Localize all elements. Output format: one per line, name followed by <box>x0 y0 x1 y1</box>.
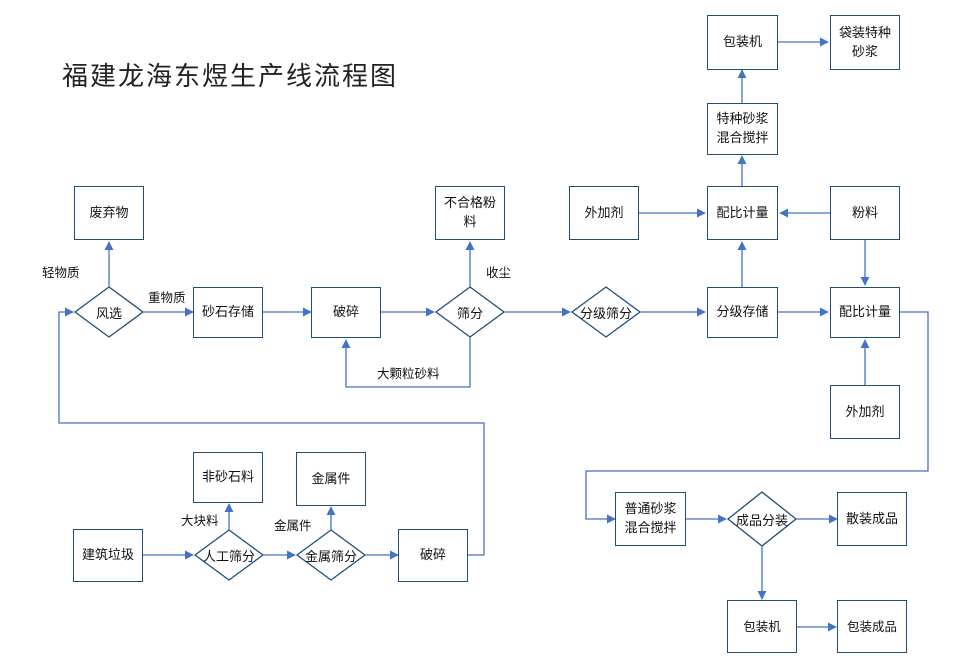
label-jinshujian: 金属件 <box>274 518 312 533</box>
edge-shaifen-loop-to-posui <box>341 337 471 388</box>
node-jianzhu: 建筑垃圾 <box>73 529 143 582</box>
node-putong-mix: 普通砂浆 混合搅拌 <box>615 492 686 546</box>
rengong-diamond <box>193 529 265 581</box>
node-jinshu-shaifen: 金属筛分 <box>304 549 357 565</box>
node-fenji-shaifen: 分级筛分 <box>579 306 632 322</box>
node-shaifen: 筛分 <box>456 306 483 322</box>
node-rengong: 人工筛分 <box>202 549 255 565</box>
node-feiqiwu: 废弃物 <box>74 186 144 240</box>
node-waijiaji-2: 外加剂 <box>830 385 900 439</box>
edge-peibi2-to-putong <box>585 311 929 524</box>
fenji-shaifen-diamond <box>570 286 642 338</box>
label-zhongwuzhi: 重物质 <box>148 290 186 305</box>
node-fenliao: 粉料 <box>830 186 900 240</box>
node-buhege: 不合格粉 料 <box>435 186 505 240</box>
node-fengxuan: 风选 <box>95 306 122 322</box>
node-sanzhuang: 散装成品 <box>837 492 907 546</box>
node-posui-2: 破碎 <box>398 529 468 582</box>
fengxuan-diamond <box>73 286 145 338</box>
node-waijiaji-1: 外加剂 <box>569 186 639 240</box>
label-dakuailiao: 大块料 <box>181 513 219 528</box>
node-baozhuangji-bottom: 包装机 <box>727 600 797 653</box>
node-baozhuang-chengpin: 包装成品 <box>837 600 907 653</box>
node-baozhuangji-top: 包装机 <box>707 15 778 70</box>
node-daizhuang: 袋装特种 砂浆 <box>830 15 900 70</box>
label-shouchen: 收尘 <box>486 265 512 280</box>
node-shashi: 砂石存储 <box>193 287 263 338</box>
jinshu-shaifen-diamond <box>295 529 367 581</box>
node-peibi-1: 配比计量 <box>707 186 778 240</box>
edge-posui2-to-fengxuan <box>58 307 485 556</box>
node-chengpin-fenzhuang: 成品分装 <box>735 513 788 529</box>
node-posui-1: 破碎 <box>311 287 381 338</box>
label-dakeli: 大颗粒砂料 <box>377 366 440 381</box>
node-jinshujian: 金属件 <box>296 452 366 506</box>
node-feishashi: 非砂石料 <box>193 452 263 503</box>
label-qingwuzhi: 轻物质 <box>42 265 80 280</box>
diagram-title: 福建龙海东煜生产线流程图 <box>62 62 399 92</box>
node-tezhong-mix: 特种砂浆 混合搅拌 <box>707 103 778 155</box>
node-fenji-cunchu: 分级存储 <box>707 287 778 338</box>
node-peibi-2: 配比计量 <box>830 287 900 338</box>
